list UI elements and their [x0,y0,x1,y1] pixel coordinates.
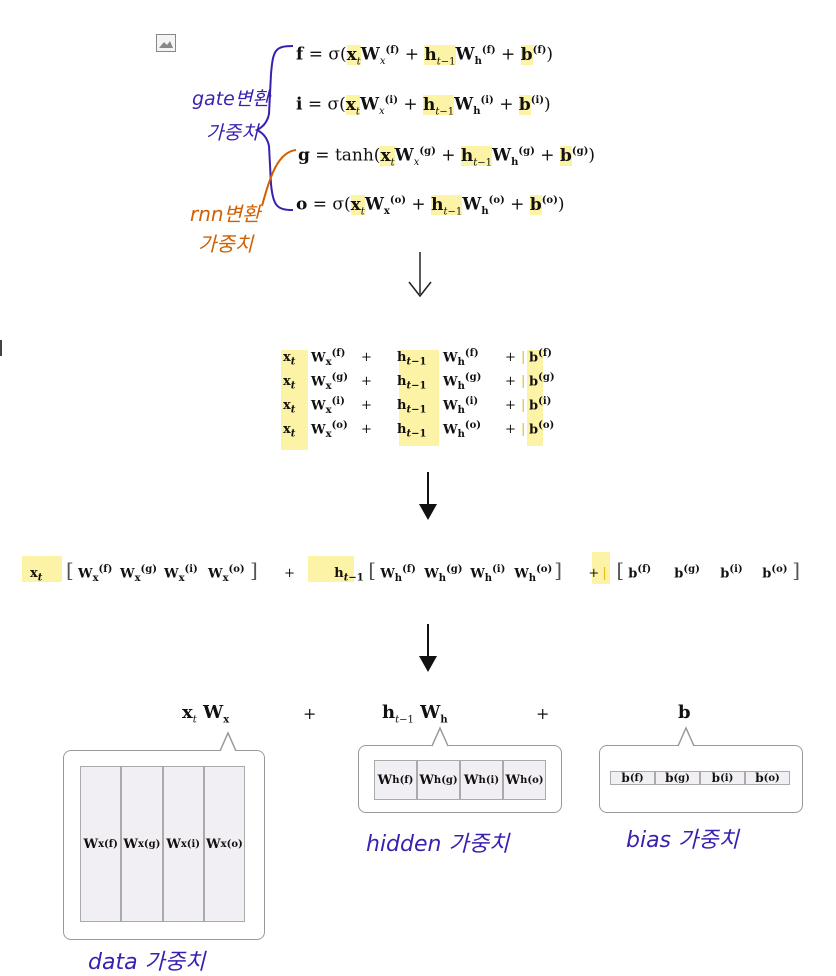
equation-o: o = σ(xtWx(o) + ht−1Wh(o) + b(o)) [296,194,565,218]
stage3-highlight-x [22,556,62,582]
stage2-highlight-h [399,350,439,446]
stage2-highlight-x [281,350,308,450]
stage4-plus-2: + [536,704,550,723]
stage3-highlight-b [592,552,610,584]
gate-brace [254,44,295,218]
equation-g: g = tanh(xtWx(g) + ht−1Wh(g) + b(g)) [298,145,595,169]
stage3-highlight-h [308,556,354,582]
stage4-x-label: xt Wx [182,702,230,726]
wh-box-pointer [430,726,450,751]
equation-i: i = σ(xtWx(i) + ht−1Wh(i) + b(i)) [296,94,551,118]
stage4-plus-1: + [303,704,317,723]
bias-cell: b(f) [610,771,655,785]
equation-f: f = σ(xtWx(f) + ht−1Wh(f) + b(f)) [296,44,554,68]
stage3-row: xt[ Wx(f)Wx(g)Wx(i)Wx(o)] + ht−1[ Wh(f)W… [30,558,801,584]
gate-annotation-line2: 가중치 [206,122,259,144]
margin-marker [0,340,2,356]
bias-cell: b(o) [745,771,790,785]
bias-cell: b(g) [655,771,700,785]
down-arrow-icon [416,622,440,678]
down-arrow-icon [416,470,440,526]
bias-cell: b(i) [700,771,745,785]
rnn-annotation-stroke [248,146,298,220]
bias-box-pointer [676,726,696,751]
rnn-annotation-line1: rnn변환 [190,202,261,226]
image-placeholder-icon [156,34,176,52]
bias-weights-annotation: bias 가중치 [626,828,739,853]
hidden-weights-annotation: hidden 가중치 [366,832,510,857]
stage2-highlight-b [527,350,543,446]
bias-vector: b(f) b(g) b(i) b(o) [610,771,790,785]
wx-box-pointer [218,731,238,756]
down-arrow-icon [405,250,435,304]
stage4-h-label: ht−1 Wh [382,702,448,726]
stage4-b-label: b [678,702,691,723]
gate-annotation-line1: gate변환 [192,88,270,110]
data-weights-annotation: data 가중치 [88,950,206,975]
rnn-annotation-line2: 가중치 [198,232,254,256]
